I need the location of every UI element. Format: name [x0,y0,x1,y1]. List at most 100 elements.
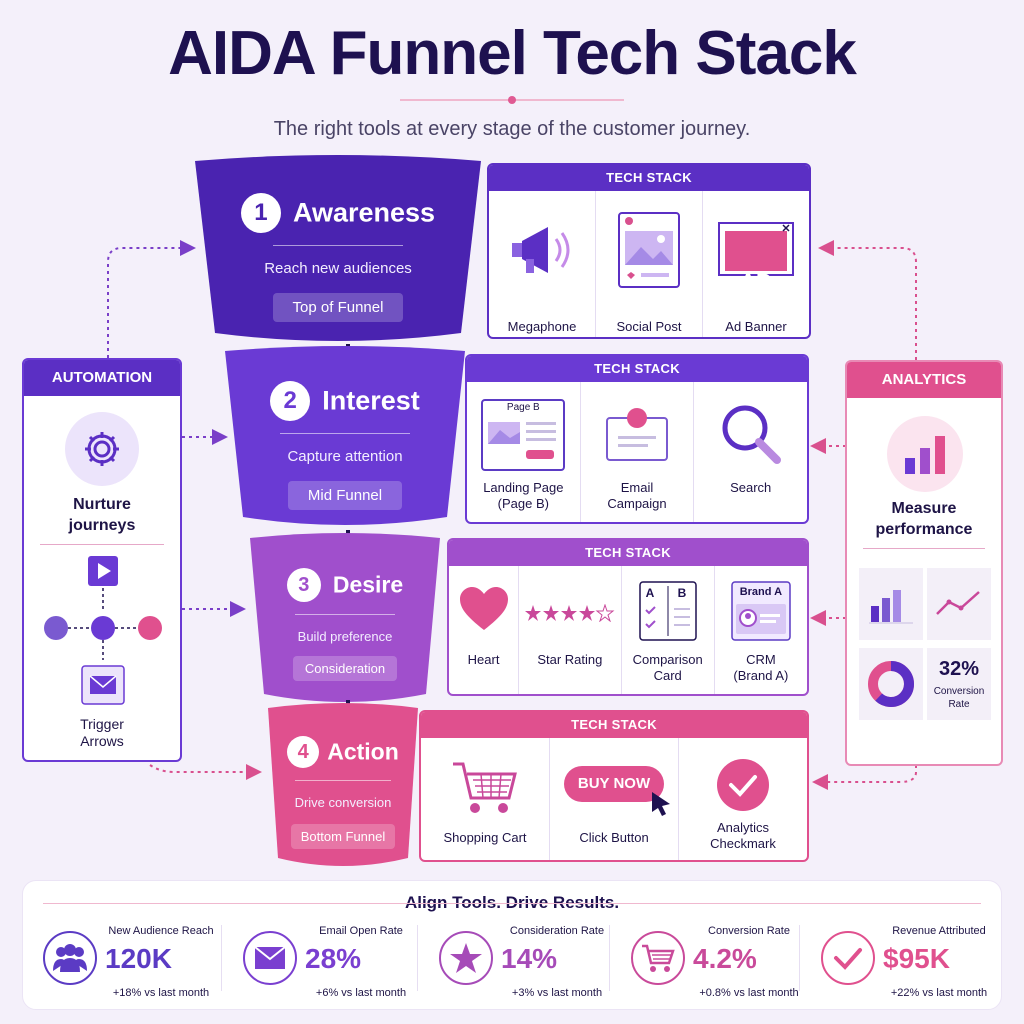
star-rating-icon [524,604,615,622]
gear-icon [85,432,119,466]
funnel-stage-action: 4 Action Drive conversion Bottom Funnel [268,702,418,868]
metric-label: Revenue Attributed [892,925,986,937]
tool-star-rating: Star Rating [518,566,620,694]
metric-icon-badge [821,931,875,985]
stage-divider [295,614,395,615]
heart-icon [459,587,508,630]
panel-title: Measure performance [875,500,973,538]
tool-search: Search [693,382,807,522]
stage-number: 4 [287,736,320,768]
conversion-rate-label: Conversion Rate [933,686,985,710]
envelope-icon [254,946,286,969]
comparison-col-a: A [645,586,655,600]
tool-label: Email Campaign [607,480,667,511]
tool-comparison-card: A B Comparison Card [620,566,714,694]
metric-label: Conversion Rate [708,925,790,937]
conversion-rate-value: 32% [938,658,980,680]
stage-number: 2 [270,381,311,421]
tech-stack-card-action: TECH STACK Shopping Cart BUY NOW Click B… [419,710,809,862]
card-header: TECH STACK [449,540,807,566]
metric-label: New Audience Reach [108,925,214,937]
metrics-divider [43,903,981,904]
metric-value: $95K [883,943,950,974]
tool-label: Heart [467,652,500,667]
stage-number: 1 [240,193,281,233]
tool-analytics-checkmark: Analytics Checkmark [678,738,807,860]
search-icon [722,405,781,464]
tool-label: Megaphone [507,319,577,334]
stage-title: Desire [332,571,404,598]
metric-consideration-rate: Consideration Rate 14% +3% vs last month [417,925,615,1005]
tool-ad-banner: AD Ad Banner [702,191,809,337]
buy-now-button: BUY NOW [564,766,664,802]
metric-icon-badge [43,931,97,985]
users-icon [53,944,87,972]
conversion-rate-tile: 32% Conversion Rate [927,648,991,720]
stage-title: Action [327,738,399,765]
funnel-stage-desire: 3 Desire Build preference Consideration [250,532,440,704]
title-divider-dot [508,96,516,104]
stage-tag: Bottom Funnel [290,824,396,849]
metric-icon-badge [243,931,297,985]
card-header: TECH STACK [421,712,807,738]
stage-tag: Mid Funnel [287,481,403,510]
crm-brand: Brand A [739,586,783,598]
page-subtitle: The right tools at every stage of the cu… [273,118,751,140]
comparison-card-icon [638,581,697,641]
ad-banner-icon [718,222,794,276]
stage-description: Reach new audiences [264,260,412,277]
flow-node [44,616,68,640]
checkmark-icon [717,759,769,811]
comparison-col-b: B [677,586,687,600]
metric-value: 14% [501,943,558,974]
stage-title: Interest [322,385,420,416]
tool-megaphone: Megaphone [489,191,595,337]
automation-panel: AUTOMATION Nurture journeys Trigger Arro… [22,358,182,762]
tool-heart: Heart [449,566,518,694]
tool-label: Star Rating [537,652,603,667]
tool-social-post: Social Post [595,191,702,337]
metric-label: Email Open Rate [319,925,403,937]
check-icon [834,948,862,970]
stage-tag: Consideration [292,656,398,681]
tool-label: Ad Banner [725,319,787,334]
panel-header: ANALYTICS [847,362,1001,398]
tool-shopping-cart: Shopping Cart [421,738,549,860]
metric-delta: +22% vs last month [890,987,988,999]
stage-number: 3 [286,568,321,602]
ad-banner-text: AD [740,269,772,294]
metric-delta: +3% vs last month [511,987,603,999]
tool-label: Comparison Card [632,652,703,683]
metric-value: 4.2% [693,943,757,974]
stage-divider [273,245,403,246]
page-title: AIDA Funnel Tech Stack [168,19,857,88]
donut-chart-tile [859,648,923,720]
tool-label: Analytics Checkmark [710,820,776,851]
tool-label: Social Post [616,319,682,334]
stage-description: Build preference [297,629,393,644]
stage-description: Drive conversion [294,795,392,810]
donut-chart-icon [868,661,914,707]
flow-node [138,616,162,640]
crm-icon [731,581,791,641]
metric-conversion-rate: Conversion Rate 4.2% +0.8% vs last month [609,925,807,1005]
analytics-panel: ANALYTICS Measure performance 32% Co [845,360,1003,766]
landing-page-title: Page B [506,402,540,413]
metric-delta: +18% vs last month [112,987,210,999]
landing-page-icon [481,399,566,471]
star-icon [450,943,482,973]
panel-title: Nurture journeys [68,496,136,534]
trend-line-tile [927,568,991,640]
tool-label: Search [730,480,772,495]
metric-delta: +6% vs last month [315,987,407,999]
tech-stack-card-awareness: TECH STACK Megaphone Social Post [487,163,811,339]
gear-icon-badge [65,412,139,486]
tool-label: Shopping Cart [443,830,527,845]
flow-node [91,616,115,640]
mini-bar-chart-icon [869,590,913,624]
metrics-summary: Align Tools. Drive Results. New Audience… [22,880,1002,1010]
tech-stack-card-desire: TECH STACK Heart Star Rating [447,538,809,696]
mini-bar-chart-tile [859,568,923,640]
